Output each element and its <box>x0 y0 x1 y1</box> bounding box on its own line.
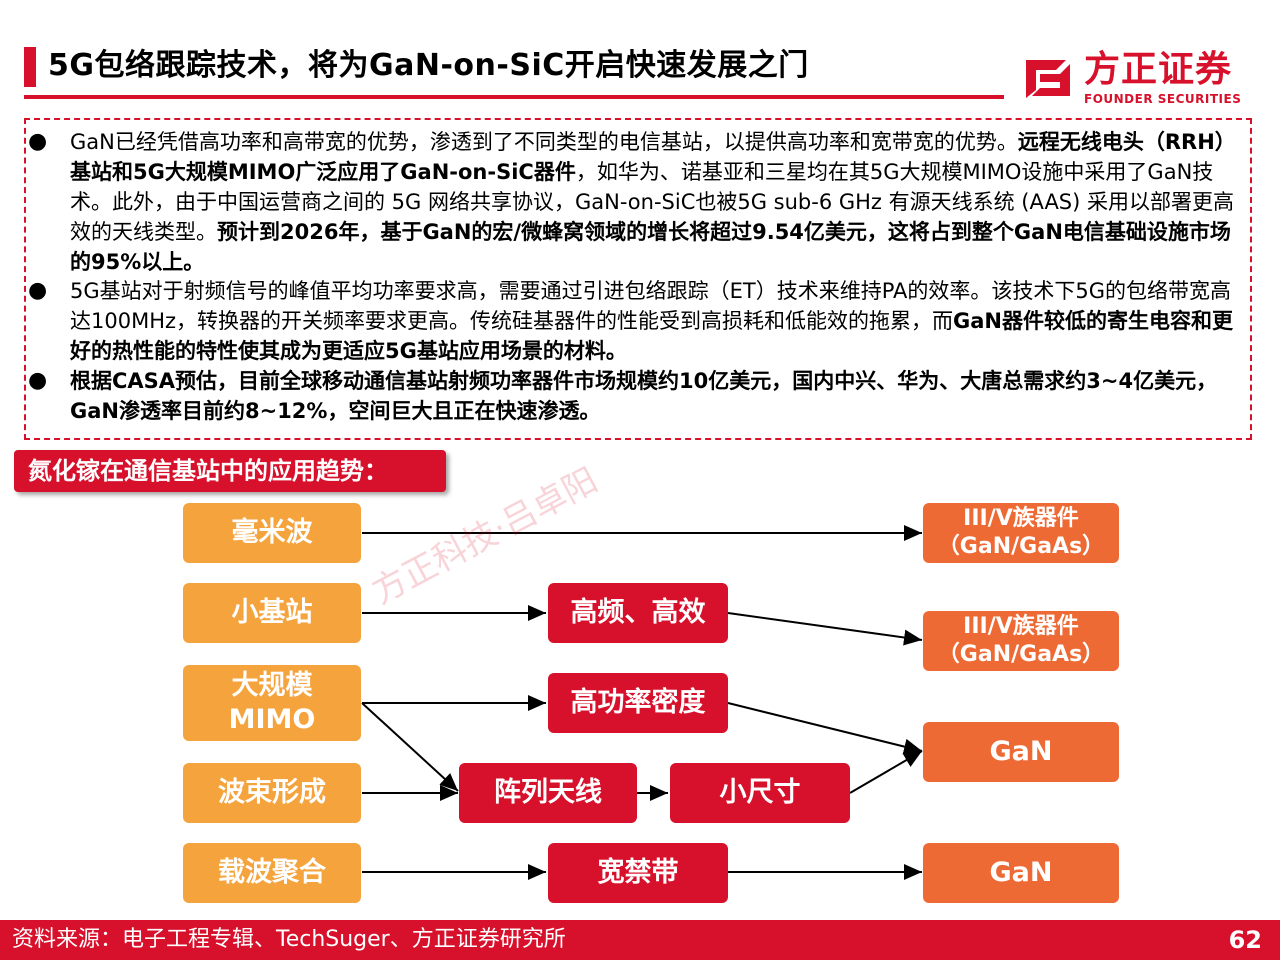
bullet-2-part-1: 5G基站对于射频信号的峰值平均功率要求高，需要通过引进包络跟踪（ET）技术来维持… <box>70 279 1232 333</box>
node-small-size: 小尺寸 <box>670 763 850 823</box>
bullet-2: ● 5G基站对于射频信号的峰值平均功率要求高，需要通过引进包络跟踪（ET）技术来… <box>28 276 1244 366</box>
bullet-1: ● GaN已经凭借高功率和高带宽的优势，渗透到了不同类型的电信基站，以提供高功率… <box>28 127 1244 277</box>
arrow-smallsize-to-gan <box>849 750 923 794</box>
section-title: 氮化镓在通信基站中的应用趋势： <box>14 450 446 492</box>
node-gan-2: GaN <box>923 843 1119 903</box>
bullet-dot-icon: ● <box>28 278 48 303</box>
logo-subtitle: FOUNDER SECURITIES <box>1084 92 1242 106</box>
bullet-1-part-4: 预计到2026年，基于GaN的宏/微蜂窝领域的增长将超过9.54亿美元，这将占到… <box>70 220 1231 274</box>
node-iiiv-devices-1: III/V族器件 （GaN/GaAs） <box>923 503 1119 563</box>
arrow-highfreq-to-iiiv <box>727 612 923 646</box>
node-small-cell: 小基站 <box>183 583 361 643</box>
founder-logo-icon <box>1026 60 1070 98</box>
page-title: 5G包络跟踪技术，将为GaN-on-SiC开启快速发展之门 <box>48 48 809 83</box>
arrow-highpower-to-gan <box>727 702 923 755</box>
node-array-antenna: 阵列天线 <box>459 763 637 823</box>
title-accent-bar <box>24 47 36 87</box>
bullet-box <box>24 118 1252 440</box>
node-massive-mimo: 大规模 MIMO <box>183 665 361 741</box>
gan-application-diagram: 毫米波 小基站 大规模 MIMO 波束形成 载波聚合 高频、高效 高功率密度 阵… <box>0 495 1280 915</box>
node-high-frequency: 高频、高效 <box>548 583 728 643</box>
bullet-text: GaN已经凭借高功率和高带宽的优势，渗透到了不同类型的电信基站，以提供高功率和宽… <box>44 127 1244 277</box>
bullet-2-part-2: GaN器件较低的寄生电容和更好的热性能的特性使其成为更适应5G基站应用场景的材料… <box>70 309 1233 363</box>
bullet-1-part-2: 远程无线电头（RRH）基站和5G大规模MIMO广泛应用了GaN-on-SiC器件 <box>70 130 1236 184</box>
node-carrier-aggregation: 载波聚合 <box>183 843 361 903</box>
bullet-3: ● 根据CASA预估，目前全球移动通信基站射频功率器件市场规模约10亿美元，国内… <box>28 366 1244 426</box>
node-beamforming: 波束形成 <box>183 763 361 823</box>
bullet-text: 根据CASA预估，目前全球移动通信基站射频功率器件市场规模约10亿美元，国内中兴… <box>44 366 1244 426</box>
footer-source: 资料来源：电子工程专辑、TechSuger、方正证券研究所 <box>12 927 566 952</box>
logo-name: 方正证券 <box>1084 49 1233 90</box>
node-gan-1: GaN <box>923 722 1119 782</box>
bullet-text: 5G基站对于射频信号的峰值平均功率要求高，需要通过引进包络跟踪（ET）技术来维持… <box>44 276 1244 366</box>
diagram-arrows <box>361 525 923 880</box>
node-wide-bandgap: 宽禁带 <box>548 843 728 903</box>
bullet-dot-icon: ● <box>28 129 48 154</box>
node-high-power-density: 高功率密度 <box>548 673 728 733</box>
arrow-mimo-to-array <box>361 702 459 792</box>
footer-bar: 资料来源：电子工程专辑、TechSuger、方正证券研究所 62 <box>0 920 1280 960</box>
company-logo: 方正证券 FOUNDER SECURITIES <box>1022 48 1242 108</box>
bullet-dot-icon: ● <box>28 368 48 393</box>
bullet-1-part-3: ，如华为、诺基亚和三星均在其5G大规模MIMO设施中采用了GaN技术。此外，由于… <box>70 160 1235 244</box>
node-iiiv-devices-2: III/V族器件 （GaN/GaAs） <box>923 611 1119 671</box>
page-number: 62 <box>1228 926 1262 954</box>
title-divider <box>24 95 1004 99</box>
node-mmwave: 毫米波 <box>183 503 361 563</box>
bullet-3-part-1: 根据CASA预估，目前全球移动通信基站射频功率器件市场规模约10亿美元，国内中兴… <box>70 369 1218 423</box>
bullet-1-part-1: GaN已经凭借高功率和高带宽的优势，渗透到了不同类型的电信基站，以提供高功率和宽… <box>70 130 1018 154</box>
